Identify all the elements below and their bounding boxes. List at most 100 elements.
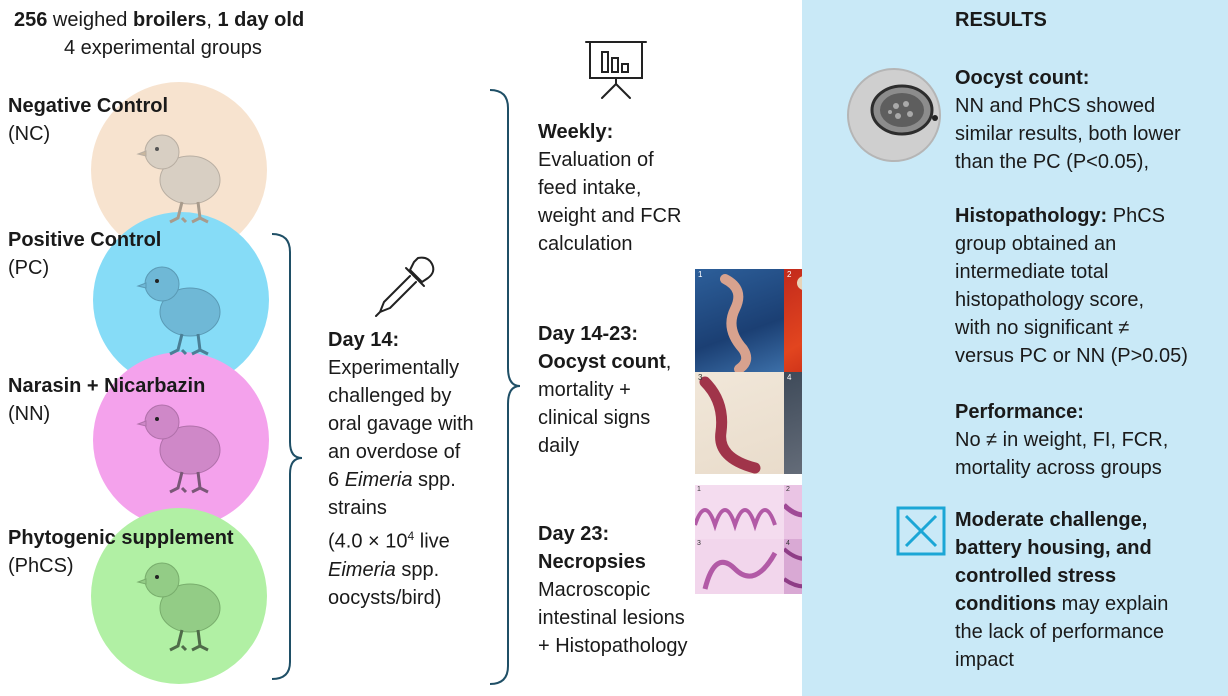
photo-label: 2 [786,486,790,493]
histo-line: with no significant ≠ [955,317,1130,339]
intestine-image [720,274,752,372]
note-bold-line: battery housing, and [955,537,1152,559]
challenge-line: challenged by [328,385,452,407]
perf-line: mortality across groups [955,457,1162,479]
histology-photo: 3 [695,539,784,594]
challenge-line: spp. [395,558,440,581]
chick-icon [136,134,221,224]
group-phcs-abbr: (PhCS) [8,555,74,577]
day23-block: Day 23: Necropsies Macroscopic intestina… [538,520,728,660]
results-heading-text: RESULTS [955,9,1047,31]
challenge-title: Day 14: [328,329,400,351]
photo-label: 3 [698,373,703,382]
group-phcs-label: Phytogenic supplement (PhCS) [8,524,234,580]
day14-23-comma: , [665,351,672,373]
group-nc-abbr: (NC) [8,123,51,145]
oocyst-result: Oocyst count: NN and PhCS showed similar… [955,64,1223,176]
photo-label: 2 [787,270,792,279]
histo-line: versus PC or NN (P>0.05) [955,345,1188,367]
challenge-line: spp. [412,469,456,491]
histo-line: histopathology score, [955,289,1145,311]
weekly-line: Evaluation of [538,149,654,171]
perf-title: Performance: [955,401,1084,423]
histology-photo: 1 [695,485,784,539]
challenge-eimeria: Eimeria [344,469,413,491]
challenge-line: live [414,530,450,553]
lesion-photo: 1 [695,269,784,372]
weekly-line: feed intake, [538,177,642,199]
day14-23-line: daily [538,435,580,457]
challenge-exponent: 4 [407,529,415,543]
histology-image [702,551,778,590]
weekly-block: Weekly: Evaluation of feed intake, weigh… [538,118,708,258]
group-nn-abbr: (NN) [8,403,51,425]
photo-label: 1 [698,270,703,279]
oocyst-line: than the PC (P<0.05), [955,151,1150,173]
photo-label: 1 [697,486,701,493]
results-heading: RESULTS [955,6,1047,34]
challenge-block: Day 14: Experimentally challenged by ora… [328,326,508,612]
day14-23-line: clinical signs [538,407,651,429]
day14-23-block: Day 14-23: Oocyst count, mortality + cli… [538,320,698,460]
groups-bracket [271,233,303,680]
oocyst-micrograph [847,68,941,162]
note-bold-line: conditions [955,593,1057,615]
challenge-line: (4.0 × 10 [328,530,408,553]
histopathology-result: Histopathology: PhCS group obtained an i… [955,202,1223,370]
challenge-line: 6 [328,469,345,491]
histology-image [695,508,777,532]
challenge-line: Experimentally [328,357,460,379]
close-box-icon [896,506,946,556]
group-pc-name: Positive Control [8,229,162,251]
histo-line: intermediate total [955,261,1109,283]
header-count: 256 [14,9,48,31]
group-pc-label: Positive Control (PC) [8,226,161,282]
header-broilers: broilers [133,9,207,31]
note-line: impact [955,649,1014,671]
day14-23-title: Day 14-23: [538,323,639,345]
challenge-line: strains [328,497,387,519]
note-line: the lack of performance [955,621,1164,643]
group-phcs-name: Phytogenic supplement [8,527,234,549]
day23-line: Macroscopic [538,579,651,601]
photo-label: 3 [697,540,701,547]
note-bold-line: controlled stress [955,565,1117,587]
histo-first: PhCS [1107,205,1166,227]
timeline-bracket [489,89,521,685]
challenge-line: oral gavage with [328,413,474,435]
group-nn-name: Narasin + Nicarbazin [8,375,206,397]
weekly-line: weight and FCR [538,205,682,227]
header-age: 1 day old [217,9,305,31]
lesion-photo: 3 [695,372,784,474]
group-nc-label: Negative Control (NC) [8,92,168,148]
photo-label: 4 [786,540,790,547]
note-bold-line: Moderate challenge, [955,509,1148,531]
chick-icon [136,266,221,356]
day14-23-oocyst: Oocyst count [538,351,666,373]
day14-23-line: mortality + [538,379,631,401]
challenge-line: an overdose of [328,441,461,463]
day23-necropsies: Necropsies [538,551,646,573]
note-rest: may explain [1056,593,1169,615]
header-comma: , [206,9,218,31]
oocyst-line: similar results, both lower [955,123,1181,145]
histo-title: Histopathology: [955,205,1108,227]
intestine-image [699,376,761,474]
performance-result: Performance: No ≠ in weight, FI, FCR, mo… [955,398,1223,482]
weekly-line: calculation [538,233,633,255]
perf-line: No ≠ in weight, FI, FCR, [955,429,1169,451]
header-weighed: weighed [47,9,133,31]
presentation-chart-icon [585,41,647,99]
chick-icon [136,404,221,494]
chick-icon [136,562,221,652]
photo-label: 4 [787,373,792,382]
dropper-icon [375,256,435,317]
day23-line: + Histopathology [538,635,688,657]
histo-line: group obtained an [955,233,1117,255]
oocyst-line: NN and PhCS showed [955,95,1156,117]
day23-line: intestinal lesions [538,607,685,629]
day23-title: Day 23: [538,523,610,545]
header-groups: 4 experimental groups [64,37,262,59]
group-pc-abbr: (PC) [8,257,50,279]
challenge-eimeria: Eimeria [328,558,396,581]
